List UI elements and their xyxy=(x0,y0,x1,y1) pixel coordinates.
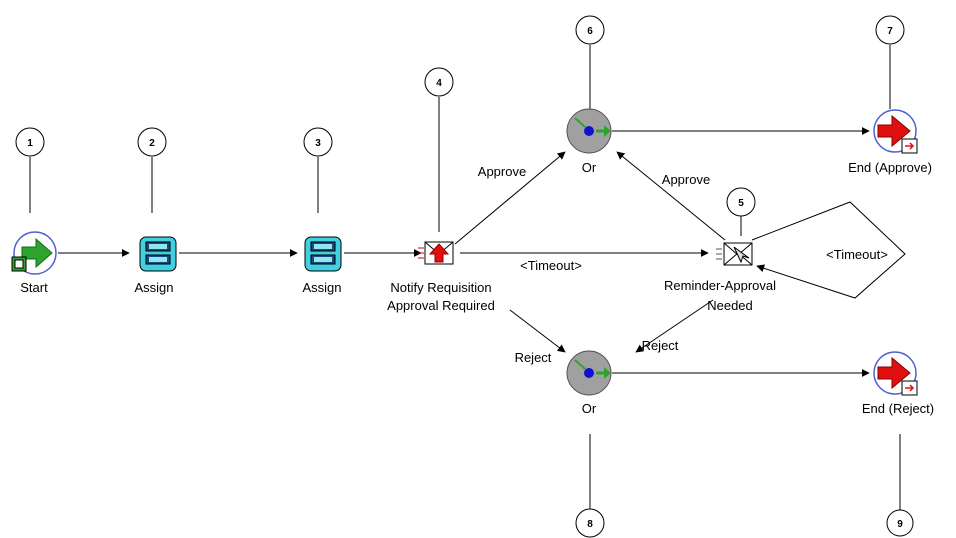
node-notify-label-line2: Approval Required xyxy=(387,298,495,313)
node-or-top[interactable]: Or xyxy=(566,108,612,175)
svg-text:6: 6 xyxy=(587,26,593,37)
svg-text:3: 3 xyxy=(315,138,321,149)
transition-label-reminder-reject: Reject xyxy=(642,338,679,353)
node-start-label: Start xyxy=(20,280,48,295)
svg-text:9: 9 xyxy=(897,519,903,530)
svg-text:8: 8 xyxy=(587,519,593,530)
node-notify-requisition[interactable]: Notify Requisition Approval Required xyxy=(387,241,495,313)
transition-label-notify-reject: Reject xyxy=(515,350,552,365)
node-reminder-approval[interactable]: Reminder-Approval Needed xyxy=(664,242,776,313)
node-assign-2-label: Assign xyxy=(302,280,341,295)
svg-text:1: 1 xyxy=(27,138,33,149)
node-or-top-label: Or xyxy=(582,160,597,175)
transition-notify-approve[interactable] xyxy=(454,151,566,245)
or-join-icon xyxy=(566,350,612,396)
node-notify-label-line1: Notify Requisition xyxy=(390,280,491,295)
node-assign-1-label: Assign xyxy=(134,280,173,295)
callout-leaders xyxy=(29,45,901,517)
transitions xyxy=(58,127,906,377)
node-or-bottom-label: Or xyxy=(582,401,597,416)
end-process-icon xyxy=(873,109,918,154)
node-reminder-label-line2: Needed xyxy=(707,298,753,313)
node-or-bottom[interactable]: Or xyxy=(566,350,612,416)
transition-label-notify-timeout: <Timeout> xyxy=(520,258,582,273)
end-process-icon xyxy=(873,351,918,396)
callout-7: 7 xyxy=(875,15,905,45)
callout-5: 5 xyxy=(726,187,756,217)
callout-2: 2 xyxy=(137,127,167,157)
node-end-approve-label: End (Approve) xyxy=(848,160,932,175)
node-end-reject[interactable]: End (Reject) xyxy=(862,351,934,416)
database-function-icon xyxy=(137,234,179,274)
or-join-icon xyxy=(566,108,612,154)
transition-reminder-approve[interactable] xyxy=(616,151,726,241)
node-reminder-label-line1: Reminder-Approval xyxy=(664,278,776,293)
svg-text:4: 4 xyxy=(436,78,442,89)
callout-6: 6 xyxy=(575,15,605,45)
svg-text:7: 7 xyxy=(887,26,893,37)
transition-label-notify-approve: Approve xyxy=(478,164,526,179)
transition-notify-reject[interactable] xyxy=(509,309,566,353)
node-assign-1[interactable]: Assign xyxy=(134,234,179,295)
start-process-icon xyxy=(11,231,57,275)
callout-9: 9 xyxy=(886,509,914,537)
transition-reminder-reject[interactable] xyxy=(635,299,714,353)
notification-envelope-icon xyxy=(418,241,454,265)
svg-text:5: 5 xyxy=(738,198,744,209)
node-end-reject-label: End (Reject) xyxy=(862,401,934,416)
callout-1: 1 xyxy=(15,127,45,157)
transition-reminder-timeout-loop[interactable] xyxy=(751,201,906,299)
transition-label-reminder-timeout: <Timeout> xyxy=(826,247,888,262)
callout-3: 3 xyxy=(303,127,333,157)
svg-text:2: 2 xyxy=(149,138,155,149)
node-assign-2[interactable]: Assign xyxy=(302,234,344,295)
transition-label-reminder-approve: Approve xyxy=(662,172,710,187)
node-end-approve[interactable]: End (Approve) xyxy=(848,109,932,175)
callout-4: 4 xyxy=(424,67,454,97)
database-function-icon xyxy=(302,234,344,274)
callout-8: 8 xyxy=(575,508,605,538)
node-start[interactable]: Start xyxy=(11,231,57,295)
reminder-envelope-icon xyxy=(716,242,753,266)
